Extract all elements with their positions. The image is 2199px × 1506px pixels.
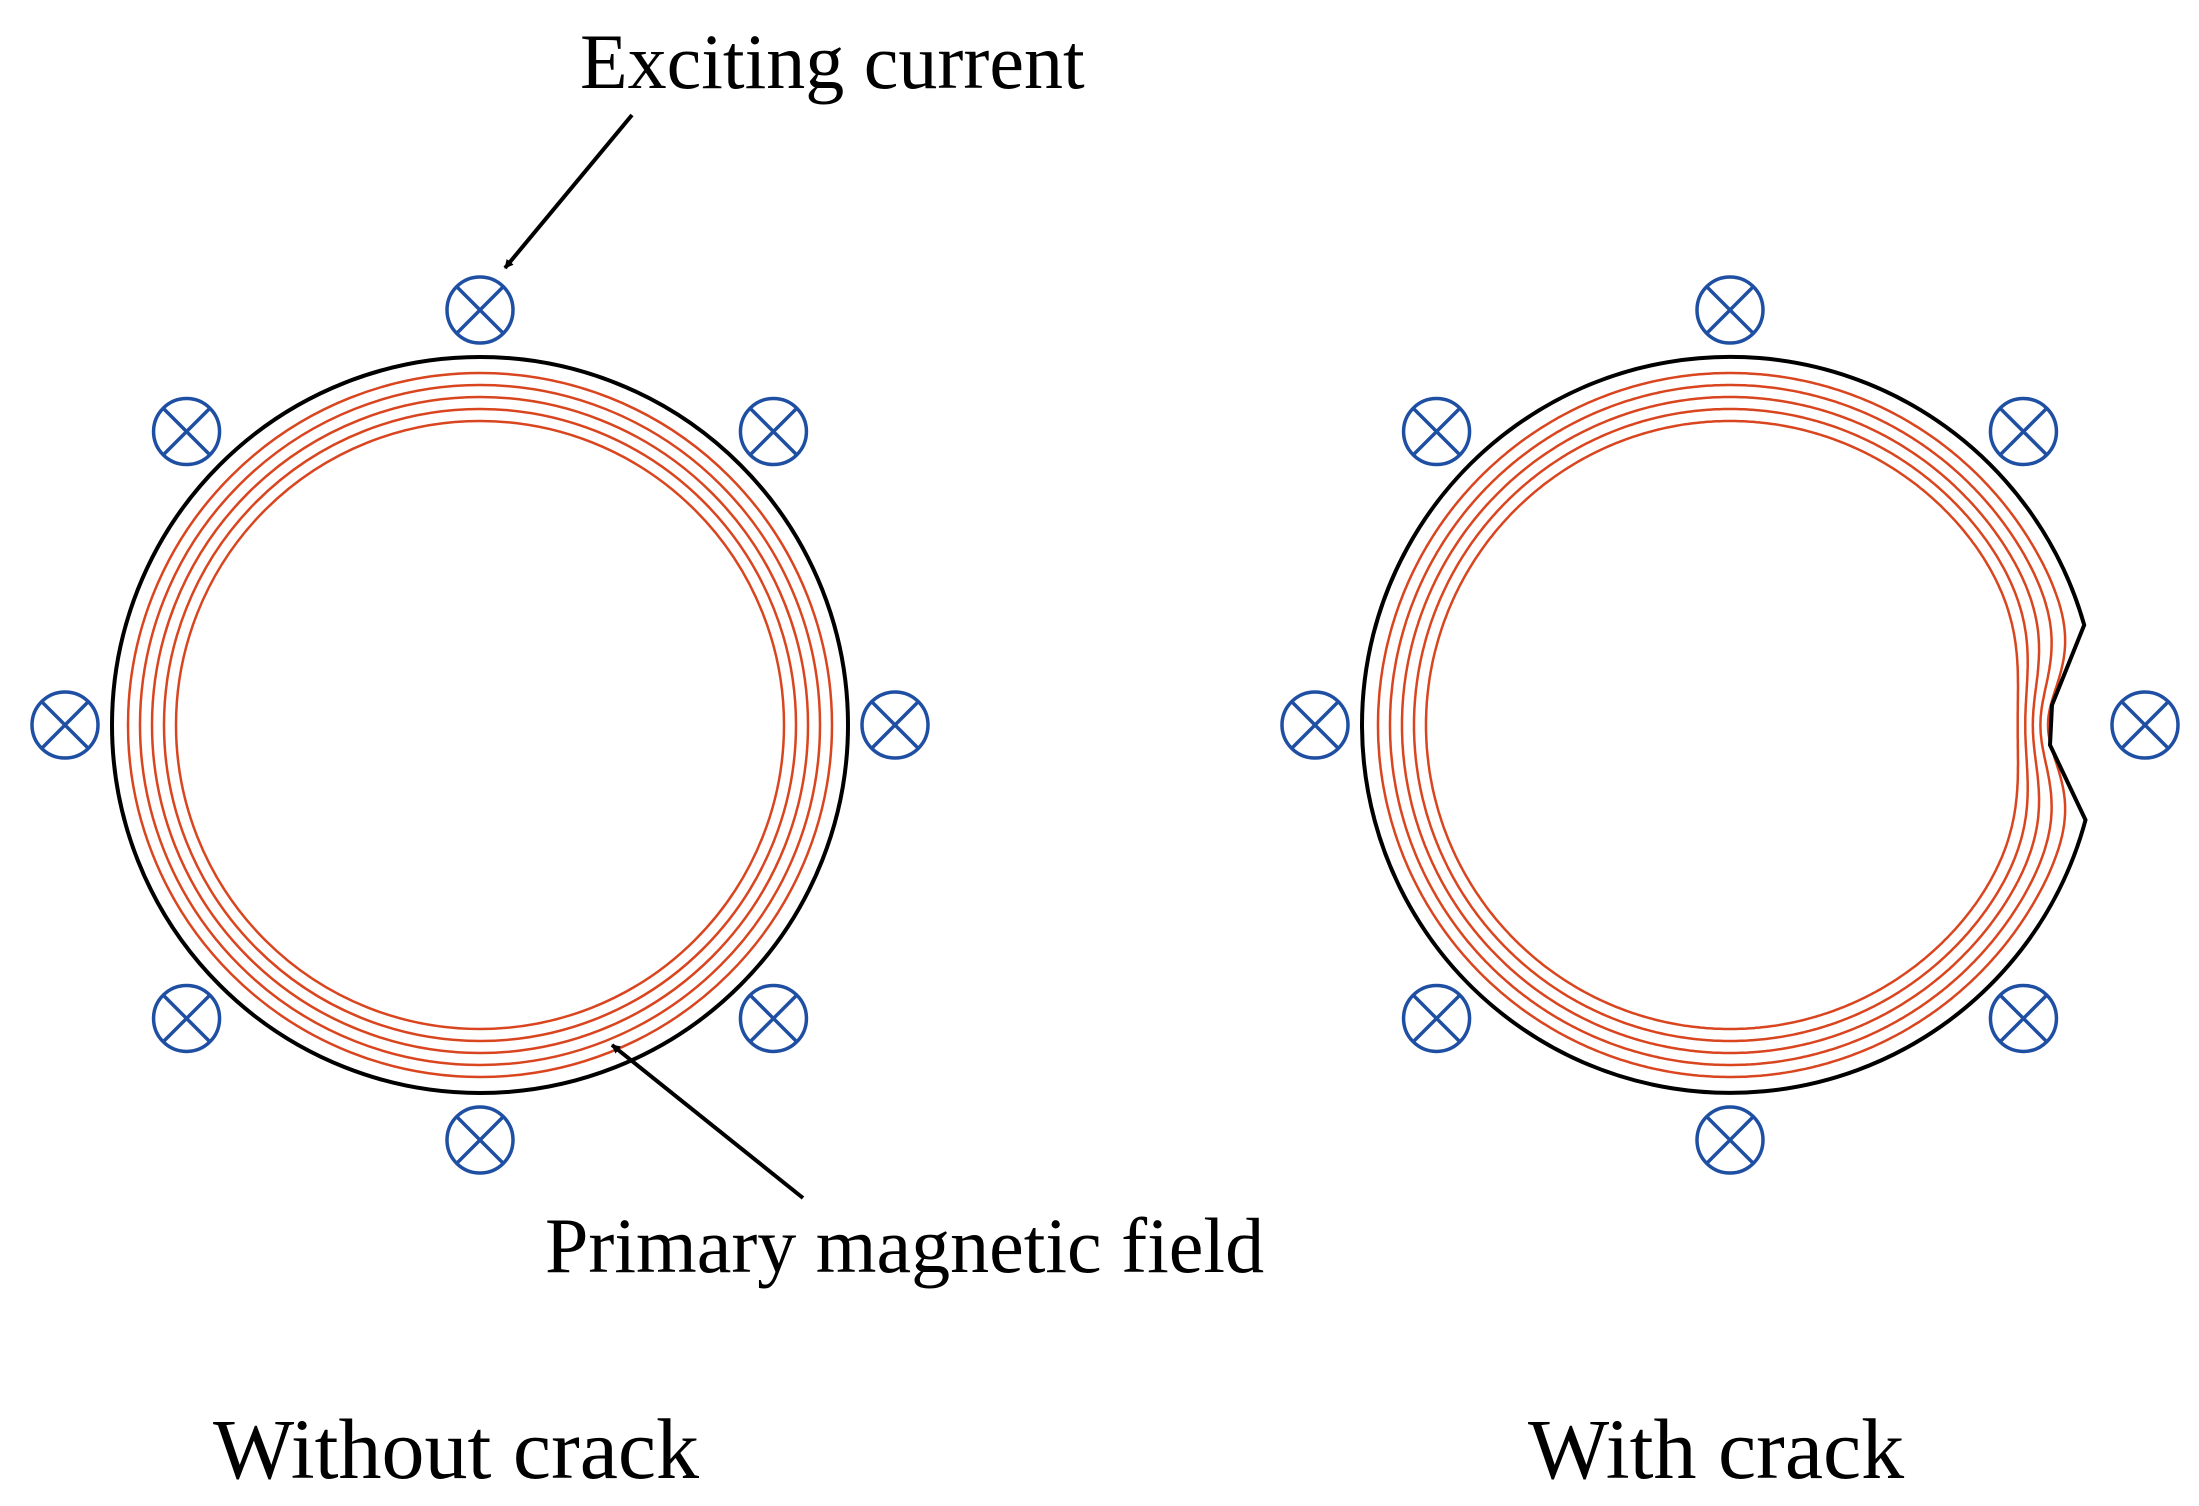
exciting-current-label: Exciting current bbox=[580, 18, 1085, 105]
current-into-page-icon bbox=[738, 396, 809, 467]
current-into-page-icon bbox=[30, 690, 100, 760]
current-into-page-icon bbox=[1280, 690, 1350, 760]
primary-magnetic-field-lines bbox=[126, 371, 834, 1079]
pipe-wall bbox=[110, 355, 850, 1095]
excitation-coils bbox=[30, 275, 930, 1175]
current-into-page-icon bbox=[1695, 1105, 1765, 1175]
current-into-page-icon bbox=[738, 983, 809, 1054]
panel-with-crack bbox=[1280, 275, 2180, 1175]
current-into-page-icon bbox=[1988, 396, 2059, 467]
current-into-page-icon bbox=[2110, 690, 2180, 760]
field-line bbox=[1424, 419, 2020, 1031]
panel-without-crack bbox=[30, 275, 930, 1175]
with-crack-caption: With crack bbox=[1528, 1401, 1904, 1497]
field-line bbox=[126, 371, 834, 1079]
current-into-page-icon bbox=[1695, 275, 1765, 345]
current-into-page-icon bbox=[1401, 396, 1472, 467]
current-into-page-icon bbox=[445, 1105, 515, 1175]
exciting-current-arrow bbox=[503, 113, 634, 270]
primary-magnetic-field-label: Primary magnetic field bbox=[545, 1202, 1264, 1289]
current-into-page-icon bbox=[1401, 983, 1472, 1054]
field-line bbox=[1400, 395, 2041, 1055]
without-crack-caption: Without crack bbox=[213, 1401, 699, 1497]
current-into-page-icon bbox=[151, 983, 222, 1054]
field-line bbox=[138, 383, 822, 1067]
primary-magnetic-field-arrow bbox=[610, 1043, 805, 1200]
field-line bbox=[174, 419, 786, 1031]
pipe-wall-cracked bbox=[1360, 354, 2088, 1095]
current-into-page-icon bbox=[445, 275, 515, 345]
current-into-page-icon bbox=[1988, 983, 2059, 1054]
excitation-coils bbox=[1280, 275, 2180, 1175]
field-line bbox=[150, 395, 810, 1055]
current-into-page-icon bbox=[151, 396, 222, 467]
primary-magnetic-field-lines bbox=[1376, 371, 2067, 1079]
field-line bbox=[1376, 371, 2067, 1079]
field-line bbox=[1412, 407, 2029, 1043]
current-into-page-icon bbox=[860, 690, 930, 760]
field-line bbox=[1388, 383, 2053, 1067]
field-line bbox=[162, 407, 798, 1043]
